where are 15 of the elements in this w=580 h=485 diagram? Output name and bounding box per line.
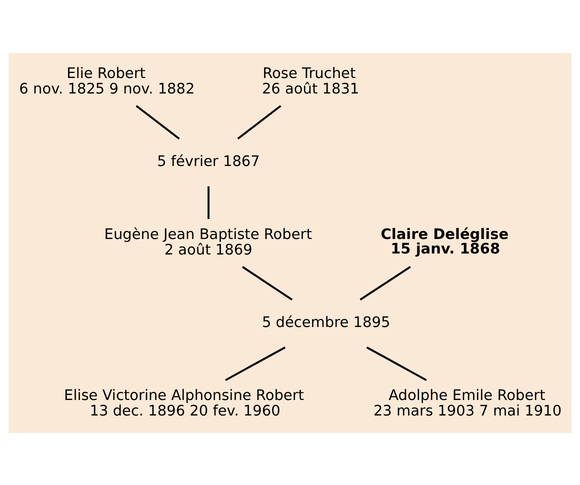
node-text: 5 février 1867 [157,154,260,170]
connector [208,186,210,218]
connector [242,266,293,300]
connector [237,104,282,140]
node-text: Elie Robert 6 nov. 1825 9 nov. 1882 [19,65,195,98]
connector [360,266,411,300]
node-text: Elise Victorine Alphonsine Robert 13 dec. 1896 20 fev. 1960 [64,387,304,420]
connector [136,104,180,140]
connector [366,346,427,381]
node-text: Adolphe Emile Robert 23 mars 1903 7 mai 1910 [373,387,562,420]
node-text: Claire Deléglise 15 janv. 1868 [380,226,509,257]
node-text: Rose Truchet 26 août 1831 [262,65,360,98]
connector [225,346,286,381]
node-text: 5 décembre 1895 [262,314,390,331]
node-text: Eugène Jean Baptiste Robert 2 août 1869 [104,226,312,258]
